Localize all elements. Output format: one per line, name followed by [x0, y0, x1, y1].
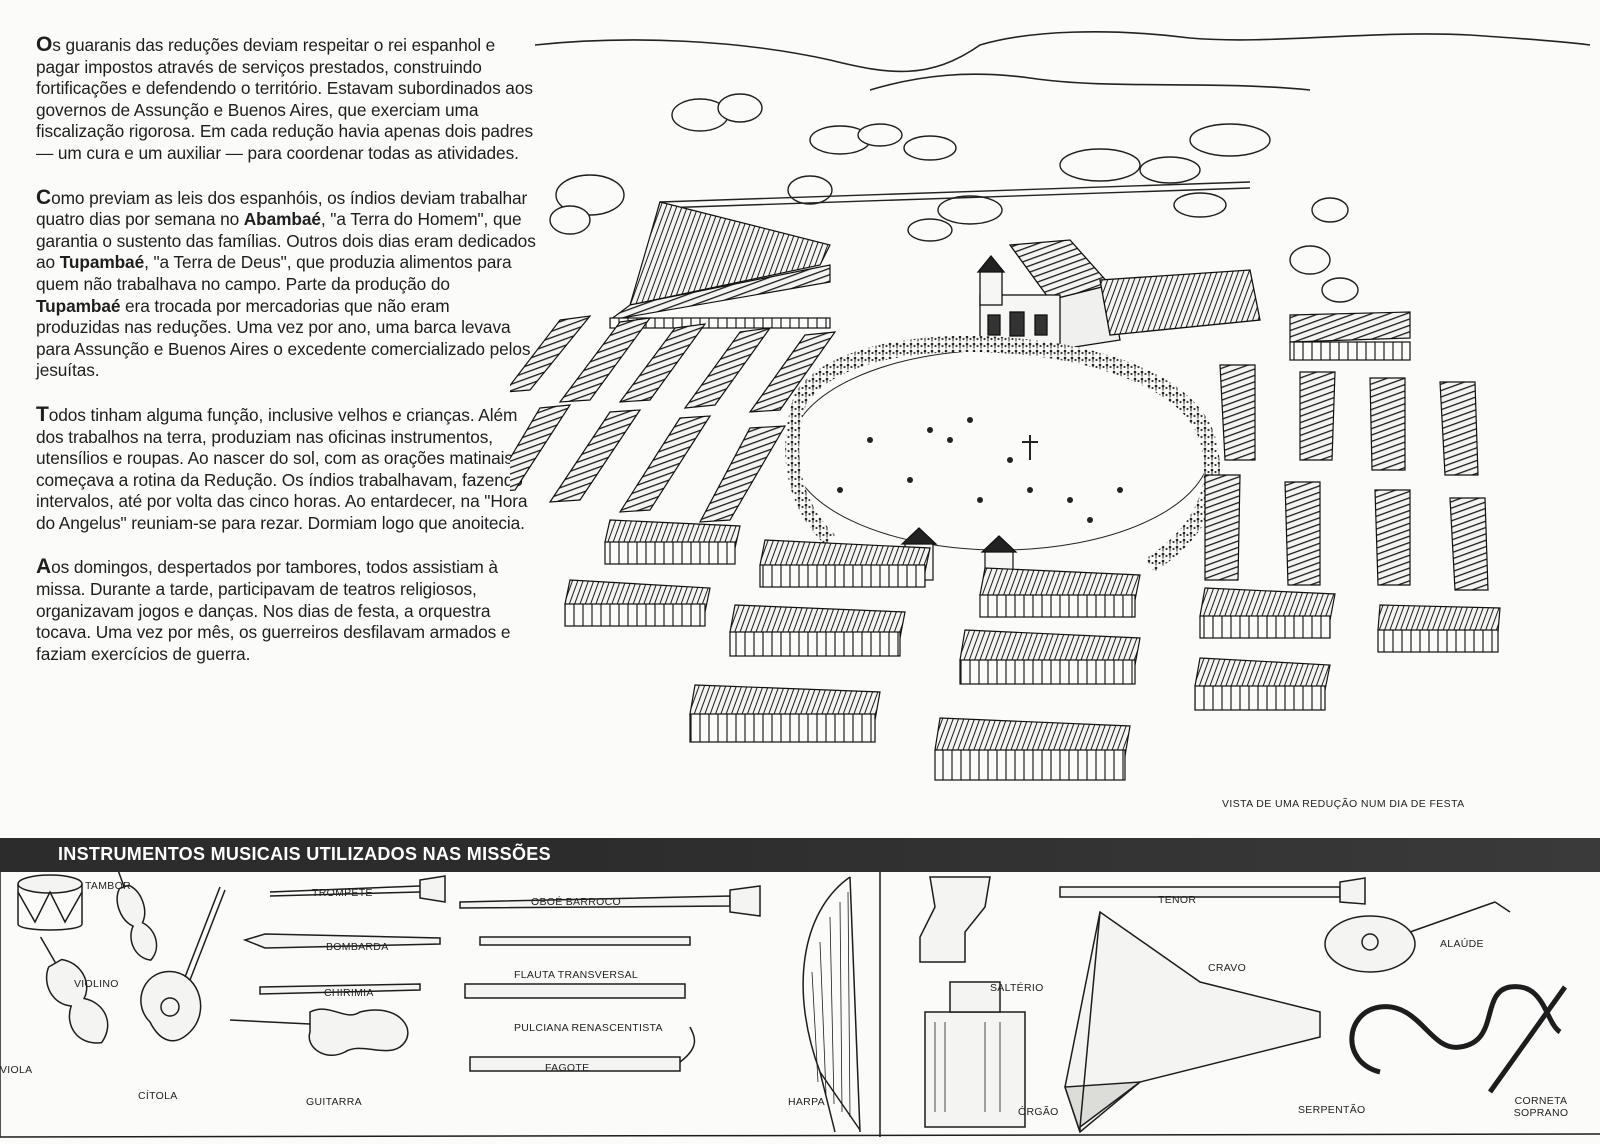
citole-icon: [140, 886, 226, 1042]
label-citola: CÍTOLA: [138, 1090, 178, 1102]
paragraph: Aos domingos, despertados por tambores, …: [36, 556, 536, 665]
paragraph: Todos tinham alguma função, inclusive ve…: [36, 404, 536, 535]
trees: [549, 93, 1359, 303]
bombard-icon: [242, 933, 441, 949]
label-trompete: TROMPETE: [312, 887, 373, 899]
bold-term: Abambaé: [243, 209, 321, 230]
organ-icon: [924, 981, 1026, 1128]
paragraph-text: , "a Terra de Deus", que produzia alimen…: [36, 252, 512, 294]
bold-term: Tupambaé: [59, 252, 145, 273]
paragraph: Os guaranis das reduções deviam respeita…: [36, 34, 536, 165]
label-harpa: HARPA: [788, 1096, 825, 1108]
paragraph-text: os domingos, despertados por tambores, t…: [36, 557, 511, 664]
psaltery-icon: [919, 876, 991, 963]
drum-icon: [17, 874, 83, 931]
pulciana-icon: [464, 983, 686, 999]
instruments-header-band: [0, 838, 1600, 872]
instruments-illustration: [0, 872, 1600, 1138]
paragraph-text: era trocada por mercadorias que não eram…: [36, 295, 531, 381]
viola-icon: [39, 936, 109, 1044]
drop-initial: A: [36, 555, 52, 579]
paragraph-text: s guaranis das reduções deviam respeitar…: [36, 35, 534, 163]
right-block: [1289, 311, 1411, 361]
label-salterio: SALTÉRIO: [990, 982, 1044, 994]
shawm-icon: [259, 983, 421, 995]
illustration-caption: VISTA DE UMA REDUÇÃO NUM DIA DE FESTA: [1222, 798, 1465, 810]
violin-icon: [114, 872, 158, 961]
houses: [510, 315, 1501, 781]
tenor-recorder-icon: [1059, 877, 1366, 905]
label-alaude: ALAÚDE: [1440, 938, 1484, 950]
hills: [534, 31, 1591, 91]
trumpet-icon: [269, 875, 446, 903]
drop-initial: T: [36, 402, 49, 426]
label-guitarra: GUITARRA: [306, 1096, 362, 1108]
baroque-oboe-icon: [459, 885, 761, 917]
label-tambor: TAMBOR: [85, 880, 131, 892]
harp-icon: [802, 876, 861, 1133]
label-orgao: ÓRGÃO: [1018, 1106, 1059, 1118]
label-serpentao: SERPENTÃO: [1298, 1104, 1366, 1116]
label-corneta: CORNETA SOPRANO: [1513, 1095, 1569, 1119]
label-viola: VIOLA: [0, 1064, 33, 1076]
label-fagote: FAGOTE: [545, 1062, 590, 1074]
bold-term: Tupambaé: [36, 295, 121, 316]
drop-initial: O: [36, 33, 53, 56]
label-violino: VIOLINO: [74, 978, 119, 990]
label-chirimia: CHIRIMIA: [324, 987, 374, 999]
reduction-illustration: [510, 31, 1591, 781]
label-oboe: OBOÉ BARROCO: [531, 896, 621, 908]
label-flauta: FLAUTA TRANSVERSAL: [514, 969, 639, 981]
label-cravo: CRAVO: [1208, 962, 1247, 974]
serpent-icon: [1349, 984, 1562, 1075]
plaza: [785, 335, 1220, 572]
lute-icon: [1324, 901, 1511, 973]
guitar-icon: [229, 1008, 409, 1056]
cornett-icon: [1487, 985, 1568, 1094]
label-bombarda: BOMBARDA: [326, 941, 389, 953]
drop-initial: C: [36, 185, 52, 209]
transverse-flute-icon: [479, 936, 691, 946]
article-text: Os guaranis das reduções deviam respeita…: [36, 34, 536, 687]
bassoon-icon: [469, 1026, 696, 1072]
harpsichord-icon: [1063, 910, 1321, 1134]
paragraph: Como previam as leis dos espanhóis, os í…: [36, 185, 536, 382]
instruments-title: INSTRUMENTOS MUSICAIS UTILIZADOS NAS MIS…: [58, 844, 551, 864]
paragraph-text: omo previam as leis dos espanhóis, os ín…: [36, 187, 528, 230]
paragraph-text: odos tinham alguma função, inclusive vel…: [36, 404, 528, 533]
upper-left-block: [609, 201, 831, 329]
church: [976, 239, 1261, 356]
paragraph-text: , "a Terra do Homem", que garantia o sus…: [36, 209, 536, 273]
label-tenor: TENOR: [1158, 894, 1197, 906]
label-pulciana: PULCIANA RENASCENTISTA: [514, 1022, 663, 1034]
